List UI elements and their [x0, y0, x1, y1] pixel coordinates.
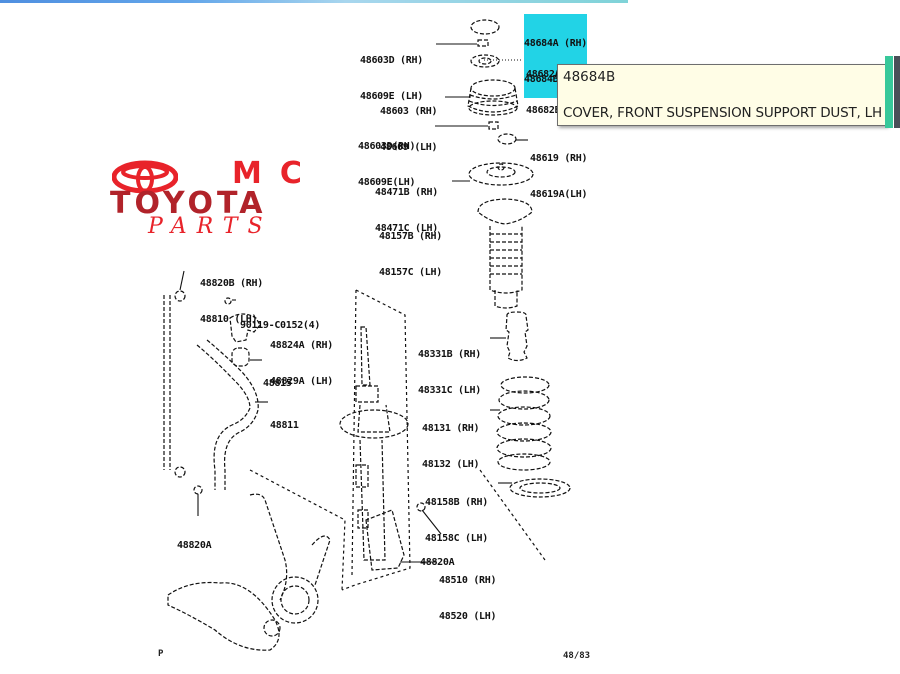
part-bracket	[229, 313, 261, 343]
part-nut-lower	[488, 121, 499, 130]
callout-48131[interactable]: 48131 (RH) 48132 (LH)	[422, 423, 480, 470]
mc-toyota-parts-logo: MC TOYOTA PARTS	[110, 156, 350, 240]
logo-text-toyota: TOYOTA	[110, 186, 267, 221]
part-boot	[477, 198, 533, 225]
part-spring-seat	[468, 162, 534, 186]
logo-text-parts: PARTS	[148, 214, 273, 239]
callout-48811[interactable]: 48811	[270, 420, 299, 431]
logo-text-mc: MC	[232, 156, 320, 191]
part-bound-stopper	[505, 311, 529, 362]
part-nut-48820A-right	[416, 502, 426, 512]
part-bushing	[231, 347, 250, 367]
part-strut	[339, 326, 409, 571]
callout-48331[interactable]: 48331B (RH) 48331C (LH)	[418, 349, 481, 396]
tooltip-part-number: 48684B	[563, 69, 616, 85]
part-dust-cover	[470, 19, 500, 35]
part-knuckle-lower-arm	[167, 469, 346, 651]
callout-48471[interactable]: 48471B (RH) 48471C (LH)	[375, 187, 438, 234]
tooltip-description: COVER, FRONT SUSPENSION SUPPORT DUST, LH	[563, 105, 882, 121]
part-washer	[470, 54, 500, 68]
figure-code: 48/83	[563, 651, 591, 661]
callout-48820A-left[interactable]: 48820A	[177, 540, 212, 551]
callout-48824[interactable]: 48824A (RH) 48829A (LH)	[270, 340, 333, 387]
callout-48603[interactable]: 48603 (RH) 48609 (LH)	[380, 106, 438, 153]
callout-48815[interactable]: 48815	[263, 378, 292, 389]
callout-48510[interactable]: 48510 (RH) 48520 (LH)	[439, 575, 497, 622]
part-tooltip: 48684B COVER, FRONT SUSPENSION SUPPORT D…	[557, 64, 887, 126]
toyota-emblem-icon	[112, 160, 178, 194]
part-coil-spring	[496, 376, 552, 471]
part-nut-top	[477, 39, 489, 47]
part-spring-insulator	[509, 478, 571, 498]
callout-48603D-top[interactable]: 48603D (RH) 48609E (LH)	[360, 55, 423, 102]
side-panel-edge	[885, 56, 900, 128]
part-nut-48820A-left	[193, 485, 203, 495]
window-title-bar-accent	[0, 0, 628, 3]
callout-48158[interactable]: 48158B (RH) 48158C (LH)	[425, 497, 488, 544]
diagram-mark-p: P	[158, 649, 164, 659]
callout-90119[interactable]: 90119-C0152(4)	[240, 320, 321, 331]
part-support	[470, 79, 516, 97]
callout-48820B[interactable]: 48820B (RH) 48810 (LH)	[200, 278, 263, 325]
part-stabilizer-link	[163, 290, 186, 478]
leader-lines	[179, 43, 528, 563]
part-stabilizer-bar	[196, 339, 259, 490]
callout-48157[interactable]: 48157B (RH) 48157C (LH)	[379, 231, 442, 278]
callout-48603D-lower[interactable]: 48603D(RH) 48609E(LH)	[358, 141, 416, 188]
part-bearing	[497, 133, 517, 145]
callout-48820A-right[interactable]: 48820A	[420, 557, 455, 568]
callout-48619[interactable]: 48619 (RH) 48619A(LH)	[530, 153, 588, 200]
